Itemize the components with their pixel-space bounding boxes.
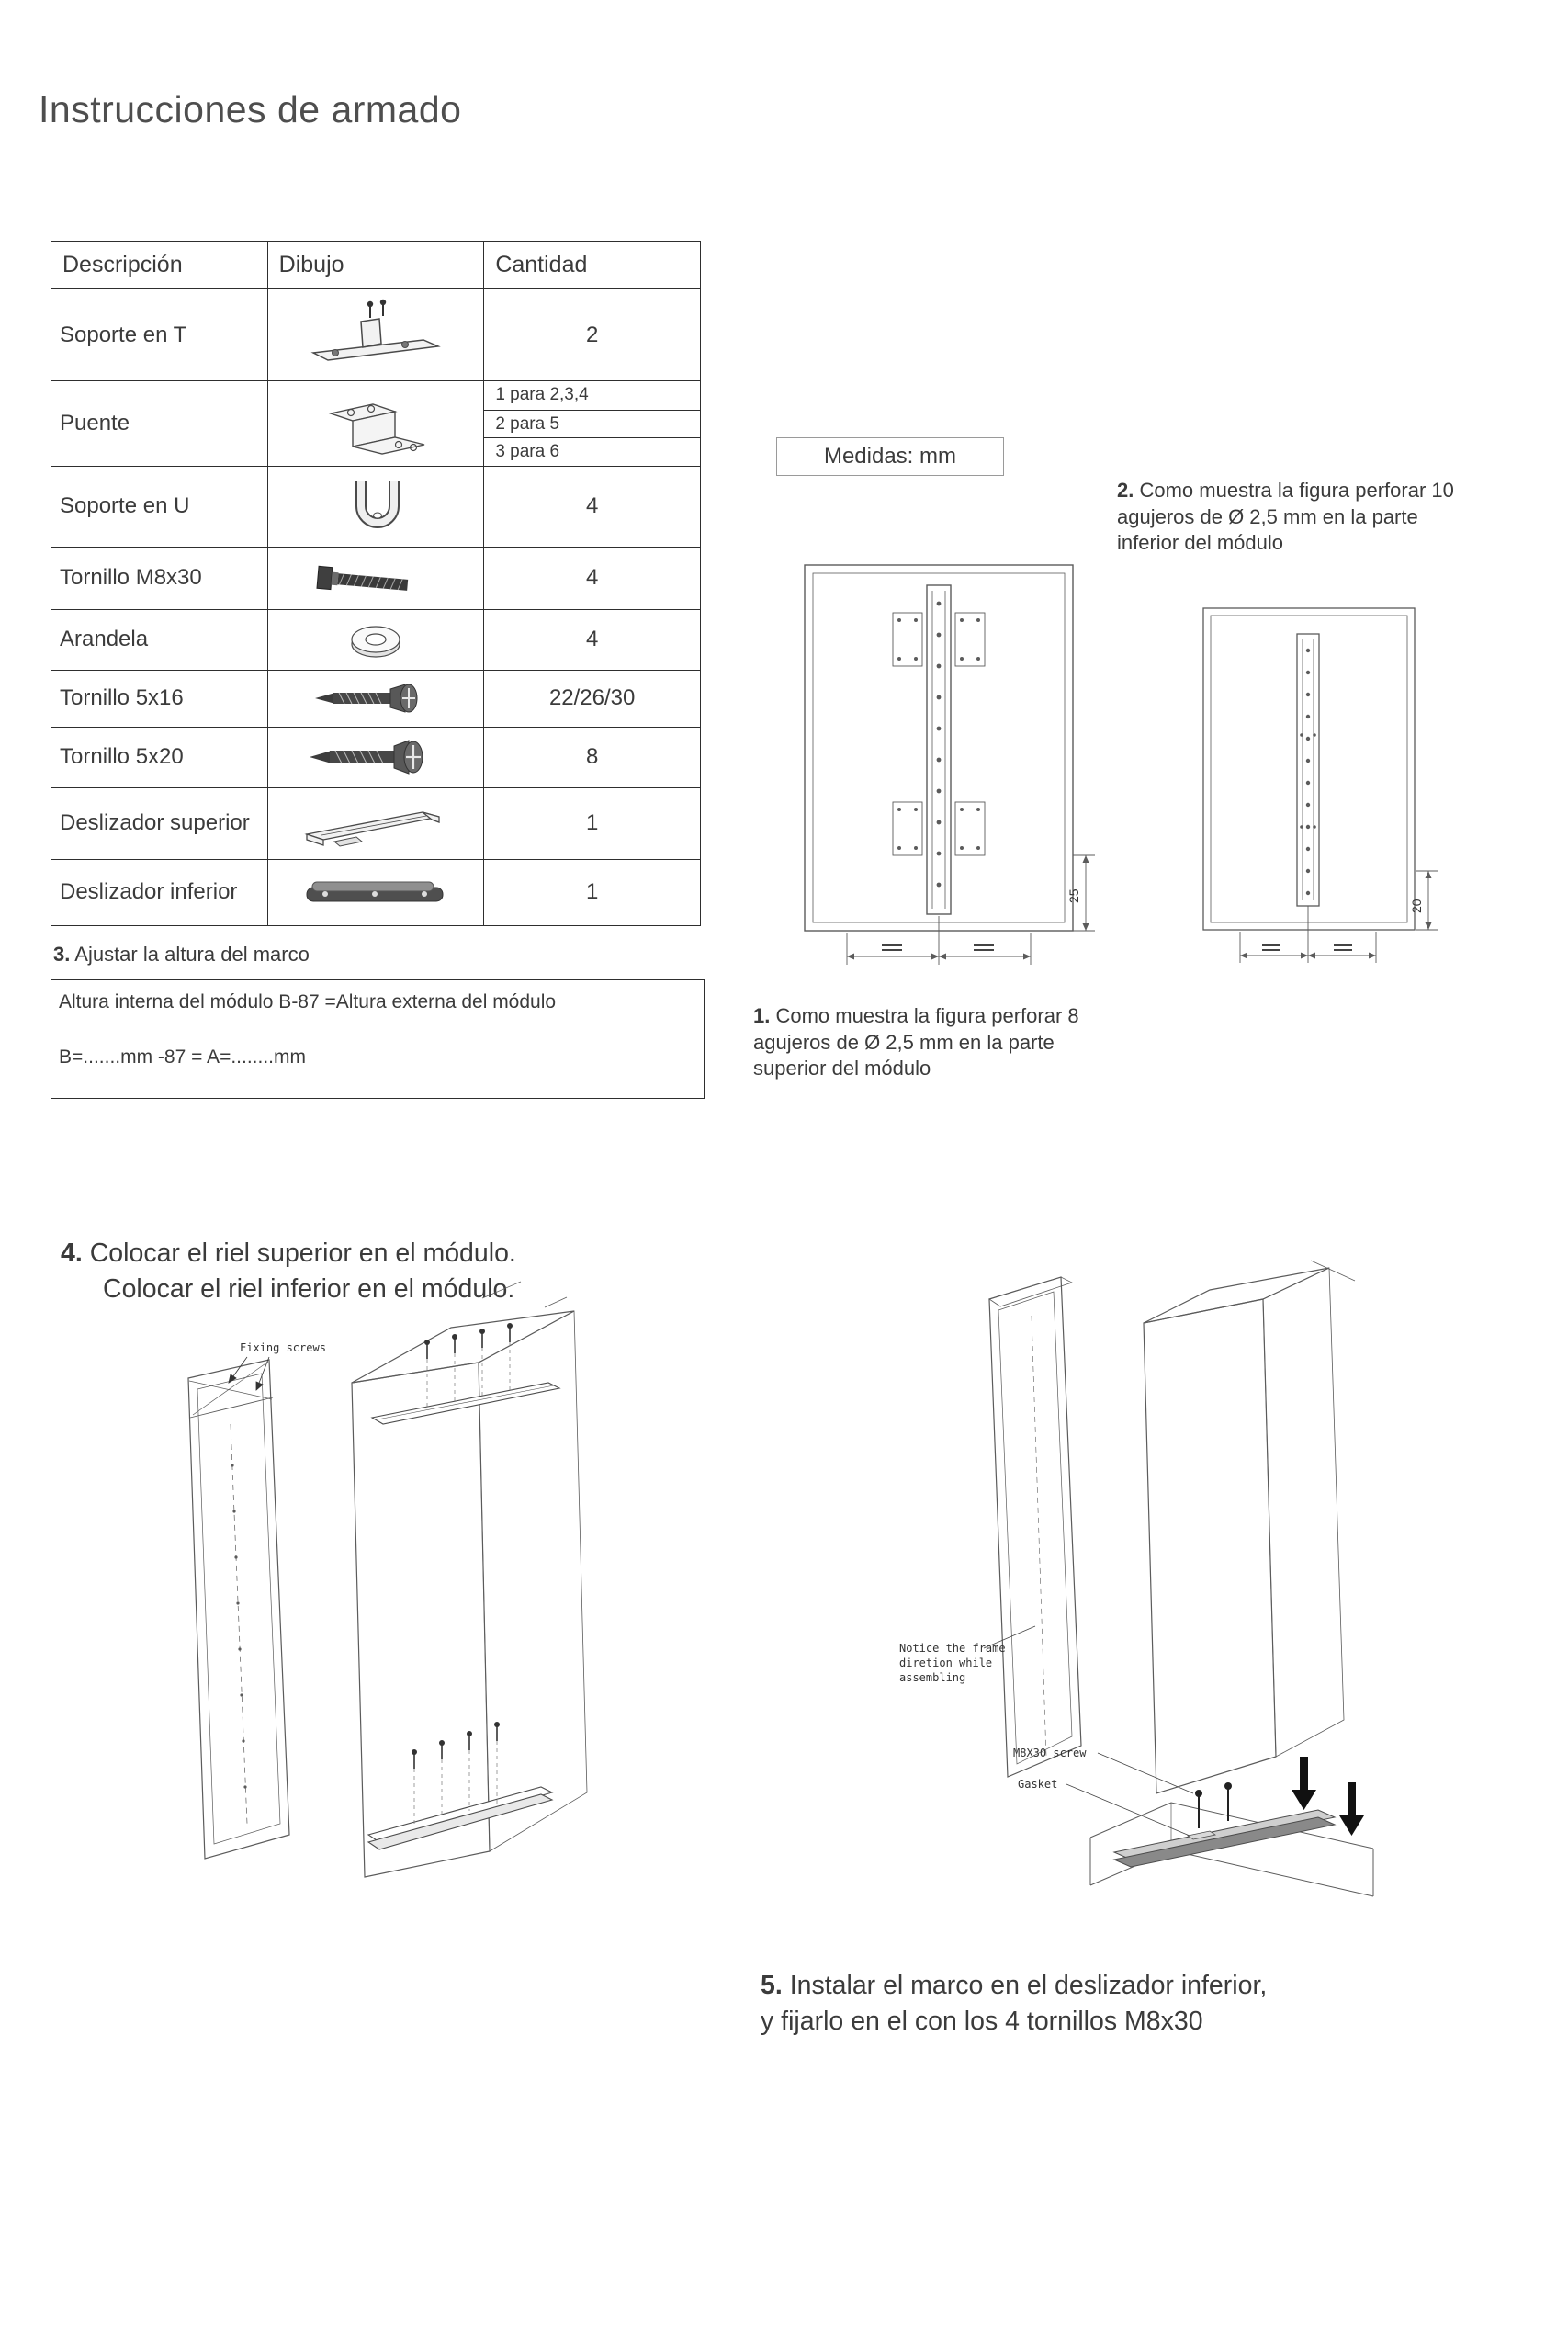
- col-header-descripcion: Descripción: [51, 241, 268, 289]
- part-description: Soporte en U: [51, 465, 268, 548]
- screw-icon: [314, 684, 418, 713]
- quantity-variant: 2 para 5: [484, 409, 700, 438]
- dimension-label-25: 25: [1066, 888, 1081, 903]
- height-formula-box: Altura interna del módulo B-87 =Altura e…: [51, 979, 705, 1099]
- part-drawing: [266, 546, 485, 610]
- step-2-caption: 2. Como muestra la figura perforar 10 ag…: [1117, 478, 1484, 557]
- table-row: Soporte en T: [51, 288, 701, 381]
- part-drawing: [266, 669, 485, 728]
- parts-table: Descripción Dibujo Cantidad Soporte en T: [51, 241, 701, 926]
- quantity-variant: 1 para 2,3,4: [495, 385, 589, 404]
- step-number: 5.: [761, 1971, 783, 2000]
- press-down-arrows: [1292, 1757, 1364, 1836]
- part-description: Tornillo M8x30: [51, 546, 268, 610]
- diagram-module-top-holes: 25: [804, 564, 1095, 965]
- step-3-heading: 3. Ajustar la altura del marco: [53, 943, 310, 967]
- part-description: Puente: [51, 380, 268, 467]
- step-text: Como muestra la figura perforar 8 agujer…: [753, 1004, 1079, 1080]
- part-drawing: [266, 858, 485, 926]
- table-row: Soporte en U 4: [51, 465, 701, 548]
- part-drawing: [266, 786, 485, 860]
- m8x30-screw-label: M8X30 screw: [1013, 1747, 1087, 1759]
- notice-label-line3: assembling: [899, 1671, 965, 1684]
- step-4-line2: Colocar el riel inferior en el módulo.: [103, 1274, 515, 1305]
- part-quantity: 1: [483, 786, 701, 860]
- t-bracket-icon: [310, 299, 441, 361]
- step-text: Ajustar la altura del marco: [74, 943, 310, 966]
- step-4-line1: 4. Colocar el riel superior en el módulo…: [61, 1236, 516, 1272]
- diagram-rails-installation: Fixing screws: [187, 1281, 588, 1878]
- part-quantity: 22/26/30: [483, 669, 701, 728]
- part-drawing: [266, 465, 485, 548]
- step-4-heading: 4. Colocar el riel superior en el módulo…: [61, 1236, 516, 1308]
- table-row: Tornillo 5x16: [51, 669, 701, 728]
- screw-icon: [309, 740, 423, 775]
- table-row: Deslizador superior 1: [51, 786, 701, 860]
- table-row: Tornillo M8x30: [51, 546, 701, 610]
- upper-slider-icon: [304, 811, 440, 847]
- washer-icon: [351, 626, 400, 658]
- step-text: Como muestra la figura perforar 10 aguje…: [1117, 479, 1454, 555]
- bridge-bracket-icon: [328, 403, 425, 455]
- diagram-module-bottom-holes: 20: [1202, 607, 1438, 963]
- part-quantity: 1: [483, 858, 701, 926]
- part-quantity: 2: [483, 288, 701, 381]
- part-description: Arandela: [51, 608, 268, 671]
- units-label-box: Medidas: mm: [776, 437, 1004, 476]
- step-5-heading: 5. Instalar el marco en el deslizador in…: [761, 1968, 1267, 2041]
- page-title: Instrucciones de armado: [39, 88, 462, 130]
- part-description: Soporte en T: [51, 288, 268, 381]
- step-number: 1.: [753, 1004, 771, 1027]
- part-drawing: [266, 726, 485, 788]
- formula-line2: B=.......mm -87 = A=........mm: [59, 1046, 306, 1068]
- dimension-label-20: 20: [1409, 899, 1424, 913]
- part-drawing: [266, 380, 485, 467]
- part-quantity: 4: [483, 465, 701, 548]
- gasket-label: Gasket: [1018, 1778, 1057, 1791]
- step-number: 2.: [1117, 479, 1134, 502]
- units-label: Medidas: mm: [823, 444, 957, 469]
- part-quantity: 4: [483, 546, 701, 610]
- step-number: 3.: [53, 943, 71, 966]
- part-description: Tornillo 5x16: [51, 669, 268, 728]
- bolt-icon: [316, 566, 409, 592]
- step-5-line2: y fijarlo en el con los 4 tornillos M8x3…: [761, 2007, 1203, 2037]
- table-row: Puente 1 para: [51, 380, 701, 467]
- table-row: Deslizador inferior 1: [51, 858, 701, 926]
- u-bracket-icon: [355, 481, 400, 529]
- step-number: 4.: [61, 1238, 83, 1268]
- part-drawing: [266, 608, 485, 671]
- fixing-screws-label: Fixing screws: [240, 1341, 326, 1354]
- table-row: Tornillo 5x20: [51, 726, 701, 788]
- step-1-caption: 1. Como muestra la figura perforar 8 agu…: [753, 1003, 1121, 1082]
- lower-slider-icon: [306, 881, 444, 902]
- part-quantity: 8: [483, 726, 701, 788]
- part-description: Deslizador superior: [51, 786, 268, 860]
- part-description: Tornillo 5x20: [51, 726, 268, 788]
- quantity-variant: 3 para 6: [484, 437, 700, 466]
- part-drawing: [266, 288, 485, 381]
- notice-label-line1: Notice the frame: [899, 1642, 1006, 1655]
- table-row: Arandela 4: [51, 608, 701, 671]
- step-text: Instalar el marco en el deslizador infer…: [789, 1971, 1268, 2000]
- notice-label-line2: diretion while: [899, 1657, 992, 1669]
- formula-line1: Altura interna del módulo B-87 =Altura e…: [59, 991, 557, 1012]
- part-quantity: 1 para 2,3,4 2 para 5 3 para 6: [483, 380, 701, 467]
- part-description: Deslizador inferior: [51, 858, 268, 926]
- col-header-dibujo: Dibujo: [266, 241, 485, 289]
- step-text: Colocar el riel superior en el módulo.: [89, 1238, 516, 1268]
- part-quantity: 4: [483, 608, 701, 671]
- table-header-row: Descripción Dibujo Cantidad: [51, 241, 701, 289]
- diagram-frame-into-cabinet: Notice the frame diretion while assembli…: [899, 1260, 1374, 1897]
- col-header-cantidad: Cantidad: [483, 241, 701, 289]
- step-5-line1: 5. Instalar el marco en el deslizador in…: [761, 1968, 1267, 2004]
